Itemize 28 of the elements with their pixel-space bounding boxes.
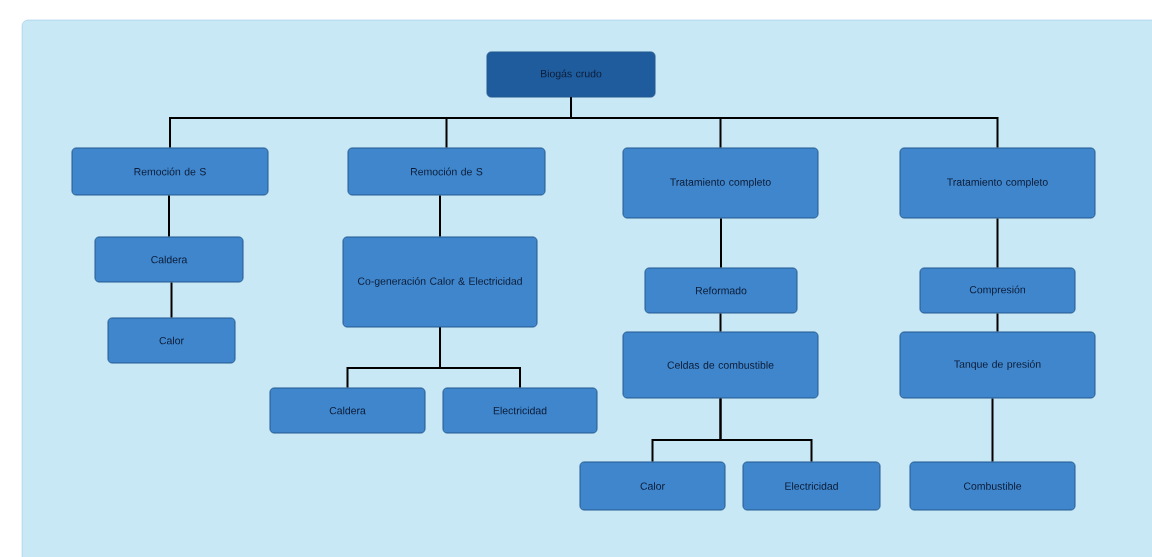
connector-line bbox=[719, 312, 722, 333]
process-box: Biogás crudo bbox=[486, 51, 656, 98]
connector-line bbox=[991, 397, 994, 463]
process-box: Remoción de S bbox=[71, 147, 269, 196]
process-box: Celdas de combustible bbox=[622, 331, 819, 399]
process-box: Calor bbox=[107, 317, 236, 364]
process-box: Remoción de S bbox=[347, 147, 546, 196]
connector-line bbox=[720, 217, 722, 269]
process-box: Electricidad bbox=[742, 461, 881, 511]
process-box: Electricidad bbox=[442, 387, 598, 434]
connector-line bbox=[168, 194, 170, 238]
connector-line bbox=[996, 217, 999, 269]
connector-line bbox=[570, 96, 999, 149]
process-box: Tanque de presión bbox=[899, 331, 1096, 399]
process-box: Reformado bbox=[644, 267, 798, 314]
process-box: Caldera bbox=[94, 236, 244, 283]
process-box: Tratamiento completo bbox=[899, 147, 1096, 219]
process-box: Caldera bbox=[269, 387, 426, 434]
connector-line bbox=[719, 397, 813, 463]
process-box: Co-generación Calor & Electricidad bbox=[342, 236, 538, 328]
process-box: Calor bbox=[579, 461, 726, 511]
process-box: Combustible bbox=[909, 461, 1076, 511]
process-box: Compresión bbox=[919, 267, 1076, 314]
connector-line bbox=[170, 281, 173, 319]
process-box: Tratamiento completo bbox=[622, 147, 819, 219]
connector-line bbox=[439, 326, 521, 389]
connector-line bbox=[439, 194, 441, 238]
connector-line bbox=[996, 312, 999, 333]
